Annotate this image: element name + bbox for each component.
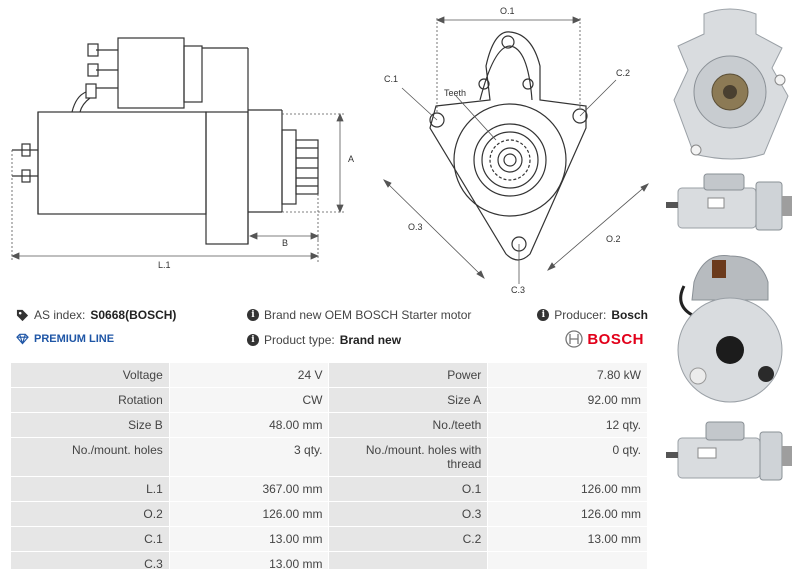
dim-label-o3: O.3 <box>408 222 423 232</box>
info-icon: i <box>537 309 550 321</box>
product-type-value: Brand new <box>339 333 402 347</box>
table-row: No./mount. holes 3 qty. No./mount. holes… <box>10 437 648 477</box>
spec-label: Size B <box>10 412 170 438</box>
spec-value: 126.00 mm <box>487 501 648 527</box>
side-view-drawing <box>12 37 319 245</box>
table-row: C.1 13.00 mm C.2 13.00 mm <box>10 526 648 552</box>
product-photos <box>660 0 800 569</box>
spec-value: 13.00 mm <box>168 551 330 569</box>
product-photo-rear[interactable] <box>664 246 796 408</box>
spec-value: 13.00 mm <box>168 526 330 552</box>
spec-label: No./mount. holes with thread <box>328 437 489 477</box>
premium-line: PREMIUM LINE <box>16 333 114 345</box>
spec-label-empty <box>328 551 489 569</box>
as-index-label: AS index: <box>34 308 86 322</box>
spec-value: 24 V <box>168 362 330 388</box>
spec-value: 0 qty. <box>487 437 648 477</box>
spec-value: 13.00 mm <box>487 526 648 552</box>
side-view-dimensions <box>10 112 344 262</box>
spec-value: 367.00 mm <box>168 476 330 502</box>
spec-label: C.2 <box>328 526 489 552</box>
dim-label-l1: L.1 <box>158 260 171 270</box>
spec-label: O.2 <box>10 501 170 527</box>
dim-label-teeth: Teeth <box>444 88 466 98</box>
product-photo-side-top[interactable] <box>664 168 796 238</box>
diamond-icon <box>16 333 29 345</box>
product-type-label: Product type: <box>264 333 335 347</box>
product-photo-front[interactable] <box>664 4 796 164</box>
bosch-armature-icon <box>565 330 583 348</box>
table-row: Rotation CW Size A 92.00 mm <box>10 387 648 413</box>
tag-icon <box>16 309 29 321</box>
product-photo-side-bottom[interactable] <box>664 414 796 486</box>
spec-value: 126.00 mm <box>168 501 330 527</box>
spec-value: 126.00 mm <box>487 476 648 502</box>
spec-label: No./mount. holes <box>10 437 170 477</box>
as-index: AS index: S0668(BOSCH) <box>16 308 176 322</box>
product-type: i Product type: Brand new <box>247 333 401 347</box>
front-view-dimensions <box>383 16 649 284</box>
technical-drawing: A B L.1 O.1 O.3 O.2 C.1 C <box>10 6 649 295</box>
premium-line-label: PREMIUM LINE <box>34 333 115 345</box>
dim-label-c2: C.2 <box>616 68 630 78</box>
spec-label: Voltage <box>10 362 170 388</box>
dim-label-c3: C.3 <box>511 285 525 295</box>
spec-value: 48.00 mm <box>168 412 330 438</box>
info-icon: i <box>247 309 259 321</box>
producer-label: Producer: <box>554 308 607 322</box>
dim-label-a: A <box>348 154 354 164</box>
dim-label-b: B <box>282 238 288 248</box>
spec-label: Size A <box>328 387 489 413</box>
spec-value: CW <box>168 387 330 413</box>
spec-value: 3 qty. <box>168 437 330 477</box>
spec-label: C.3 <box>10 551 170 569</box>
spec-label: O.1 <box>328 476 489 502</box>
info-icon: i <box>247 334 259 346</box>
producer-value: Bosch <box>611 308 648 322</box>
dim-label-o2: O.2 <box>606 234 621 244</box>
spec-value: 92.00 mm <box>487 387 648 413</box>
spec-value: 12 qty. <box>487 412 648 438</box>
description: i Brand new OEM BOSCH Starter motor <box>247 308 471 322</box>
spec-value: 7.80 kW <box>487 362 648 388</box>
table-row: C.3 13.00 mm <box>10 551 648 569</box>
spec-label: L.1 <box>10 476 170 502</box>
table-row: Voltage 24 V Power 7.80 kW <box>10 362 648 388</box>
as-index-value: S0668(BOSCH) <box>90 308 177 322</box>
description-text: Brand new OEM BOSCH Starter motor <box>264 308 472 322</box>
spec-label: No./teeth <box>328 412 489 438</box>
spec-label: Power <box>328 362 489 388</box>
spec-label: Rotation <box>10 387 170 413</box>
spec-label: O.3 <box>328 501 489 527</box>
table-row: Size B 48.00 mm No./teeth 12 qty. <box>10 412 648 438</box>
specs-table: Voltage 24 V Power 7.80 kW Rotation CW S… <box>10 362 648 569</box>
producer: i Producer: Bosch <box>537 308 648 322</box>
bosch-logo-text: BOSCH <box>587 330 644 348</box>
spec-label: C.1 <box>10 526 170 552</box>
spec-value-empty <box>487 551 648 569</box>
dim-label-c1: C.1 <box>384 74 398 84</box>
dim-label-o1: O.1 <box>500 6 515 16</box>
product-info: AS index: S0668(BOSCH) PREMIUM LINE i Br… <box>12 304 652 358</box>
table-row: L.1 367.00 mm O.1 126.00 mm <box>10 476 648 502</box>
table-row: O.2 126.00 mm O.3 126.00 mm <box>10 501 648 527</box>
front-view-drawing <box>429 31 588 261</box>
bosch-logo: BOSCH <box>565 330 644 348</box>
